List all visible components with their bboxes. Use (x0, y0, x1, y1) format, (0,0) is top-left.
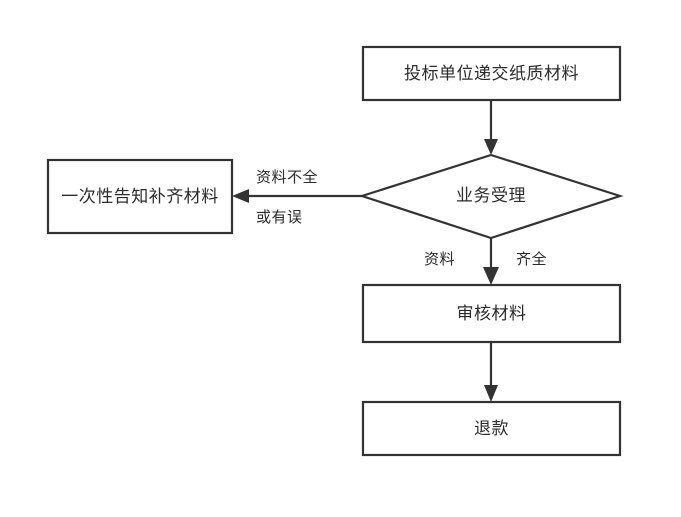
arrowhead-submit-to-accept (484, 139, 498, 155)
arrowhead-accept-to-review (483, 267, 499, 285)
arrowhead-review-to-refund (484, 385, 498, 402)
edge-label-incomplete-bottom: 或有误 (256, 208, 303, 226)
arrowhead-accept-to-notify (232, 189, 249, 203)
edge-label-incomplete-top: 资料不全 (256, 168, 319, 186)
node-refund[interactable] (361, 400, 622, 457)
node-business-acceptance[interactable] (358, 153, 624, 240)
node-one-time-notice[interactable] (46, 158, 234, 235)
edge-label-complete-right: 齐全 (516, 250, 548, 268)
edge-label-complete-left: 资料 (424, 250, 456, 268)
node-review-materials[interactable] (361, 283, 622, 344)
node-submit-materials[interactable] (361, 45, 622, 102)
